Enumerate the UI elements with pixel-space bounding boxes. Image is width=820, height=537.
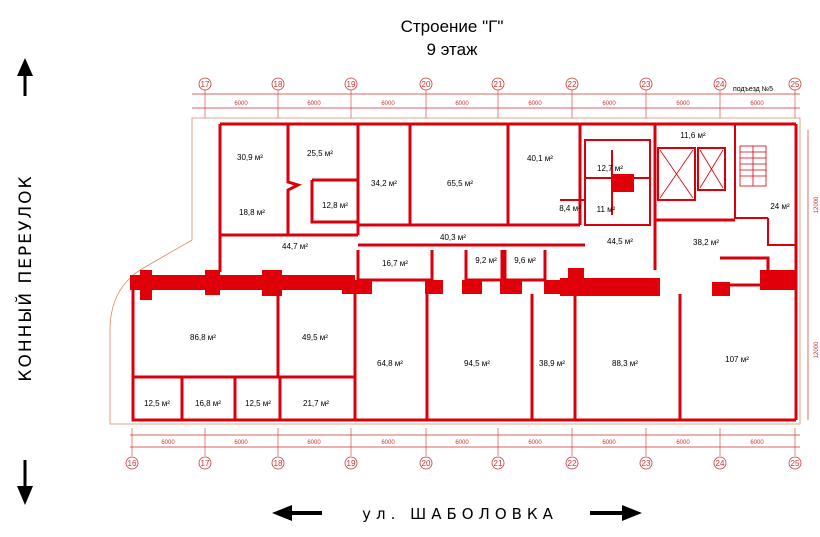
- entrance-label: подъезд №5: [733, 86, 773, 93]
- room-area-label: 44,5 м²: [607, 237, 633, 246]
- room-area-label: 88,3 м²: [612, 359, 638, 368]
- lower-walls: [131, 290, 796, 422]
- up-arrow-icon: [17, 58, 33, 96]
- room-area-label: 24 м²: [770, 202, 790, 211]
- room-area-label: 49,5 м²: [302, 333, 328, 342]
- room-area-label: 38,2 м²: [693, 238, 719, 247]
- room-area-label: 11 м²: [597, 205, 616, 214]
- axis-bottom-label: 18: [274, 459, 283, 468]
- room-area-label: 12,7 м²: [597, 164, 623, 173]
- axis-bottom-label: 20: [422, 459, 431, 468]
- right-arrow-icon: [590, 505, 642, 521]
- axis-top-label: 25: [791, 80, 800, 89]
- axis-top-label: 24: [716, 80, 725, 89]
- down-arrow-icon: [17, 460, 33, 505]
- room-area-label: 107 м²: [725, 355, 749, 364]
- axis-bottom-label: 22: [568, 459, 577, 468]
- bottom-axes: 16 17 18 19 20 21 22 23 24 25 6000 6000 …: [125, 428, 802, 470]
- axis-bottom-label: 16: [128, 459, 137, 468]
- room-area-label: 38,9 м²: [539, 359, 565, 368]
- dim-bottom: 6000: [161, 440, 175, 446]
- right-dimensions: 12000 12000: [807, 130, 820, 420]
- dim-top: 6000: [528, 101, 542, 107]
- room-area-label: 18,8 м²: [239, 208, 265, 217]
- street-label: ул. ШАБОЛОВКА: [362, 505, 558, 523]
- dim-top: 6000: [750, 101, 764, 107]
- dim-bottom: 6000: [234, 440, 248, 446]
- dim-bottom: 6000: [381, 440, 395, 446]
- room-area-label: 12,8 м²: [322, 201, 348, 210]
- axis-bottom-label: 21: [494, 459, 503, 468]
- axis-top-label: 20: [422, 80, 431, 89]
- room-area-label: 34,2 м²: [371, 179, 397, 188]
- room-area-label: 94,5 м²: [464, 359, 490, 368]
- axis-top-label: 21: [494, 80, 503, 89]
- axis-bottom-label: 17: [201, 459, 210, 468]
- dim-right: 12000: [814, 341, 820, 358]
- left-street-label: КОННЫЙ ПЕРЕУЛОК: [14, 174, 36, 381]
- room-area-label: 8,4 м²: [559, 204, 581, 213]
- axis-top-label: 22: [568, 80, 577, 89]
- building-outline: [109, 117, 801, 425]
- room-area-label: 64,8 м²: [377, 359, 403, 368]
- room-area-label: 65,5 м²: [447, 179, 473, 188]
- dim-top: 6000: [602, 101, 616, 107]
- axis-bottom-label: 19: [347, 459, 356, 468]
- room-area-label: 40,3 м²: [440, 233, 466, 242]
- dim-top: 6000: [455, 101, 469, 107]
- axis-bottom-label: 25: [791, 459, 800, 468]
- plan-title: Строение "Г": [401, 17, 504, 36]
- room-area-label: 25,5 м²: [307, 149, 333, 158]
- dim-bottom: 6000: [750, 440, 764, 446]
- room-area-label: 21,7 м²: [303, 399, 329, 408]
- room-labels: 30,9 м² 25,5 м² 18,8 м² 12,8 м² 34,2 м² …: [144, 131, 790, 408]
- room-area-label: 12,5 м²: [144, 399, 170, 408]
- room-area-label: 86,8 м²: [190, 333, 216, 342]
- axis-bottom-label: 23: [642, 459, 651, 468]
- axis-top-label: 18: [274, 80, 283, 89]
- dim-top: 6000: [676, 101, 690, 107]
- floor-label: 9 этаж: [427, 40, 479, 59]
- dim-bottom: 6000: [455, 440, 469, 446]
- axis-top-label: 23: [642, 80, 651, 89]
- room-area-label: 9,6 м²: [514, 256, 536, 265]
- left-arrow-icon: [272, 505, 322, 521]
- dim-right: 12000: [814, 196, 820, 213]
- room-area-label: 30,9 м²: [237, 153, 263, 162]
- room-area-label: 11,6 м²: [680, 131, 706, 140]
- top-axes: 17 18 19 20 21 22 23 24 25 6000 6000 600…: [192, 77, 802, 118]
- axis-top-label: 17: [201, 80, 210, 89]
- room-area-label: 16,7 м²: [382, 259, 408, 268]
- dim-top: 6000: [307, 101, 321, 107]
- dim-top: 6000: [234, 101, 248, 107]
- room-area-label: 12,5 м²: [245, 399, 271, 408]
- room-area-label: 44,7 м²: [282, 242, 308, 251]
- room-area-label: 40,1 м²: [527, 154, 553, 163]
- dim-bottom: 6000: [676, 440, 690, 446]
- corridor-wall: [130, 268, 796, 300]
- axis-top-label: 19: [347, 80, 356, 89]
- dim-bottom: 6000: [602, 440, 616, 446]
- dim-bottom: 6000: [528, 440, 542, 446]
- room-area-label: 16,8 м²: [195, 399, 221, 408]
- dim-top: 6000: [381, 101, 395, 107]
- dim-bottom: 6000: [307, 440, 321, 446]
- room-area-label: 9,2 м²: [475, 256, 497, 265]
- axis-bottom-label: 24: [716, 459, 725, 468]
